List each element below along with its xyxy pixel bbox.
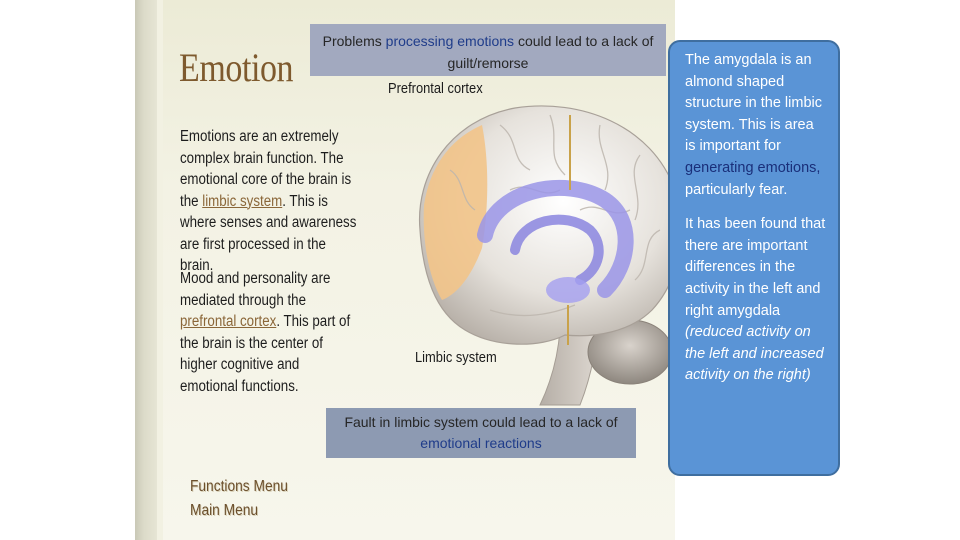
- amygdala-highlight: generating emotions,: [685, 159, 821, 176]
- fault-box-highlight: emotional reactions: [420, 435, 542, 451]
- limbic-arc-outer: [477, 179, 634, 298]
- guilt-box-text-2: could lead to a lack of guilt/remorse: [447, 33, 654, 71]
- prefrontal-cortex-link[interactable]: prefrontal cortex: [180, 313, 277, 330]
- limbic-system-label: Limbic system: [415, 349, 497, 366]
- prefrontal-region: [423, 125, 488, 300]
- limbic-paragraph-text-1: Emotions are an extremely complex brain …: [180, 128, 352, 210]
- slide-title: Emotion: [179, 45, 294, 90]
- prefrontal-paragraph-text-1: Mood and personality are mediated throug…: [180, 270, 331, 309]
- guilt-box-highlight: processing emotions: [385, 33, 515, 49]
- limbic-arc-inner: [510, 214, 604, 285]
- prefrontal-paragraph-text-2: . This part of the brain is the center o…: [180, 313, 351, 395]
- amygdala-callout: The amygdala is an almond shaped structu…: [668, 40, 840, 476]
- limbic-fault-box: Fault in limbic system could lead to a l…: [326, 408, 636, 458]
- functions-menu-link[interactable]: Functions Menu: [190, 478, 288, 495]
- differences-italic: (reduced activity on the left and increa…: [685, 324, 824, 384]
- differences-text: It has been found that there are importa…: [685, 216, 826, 319]
- amygdala: [546, 277, 590, 303]
- prefrontal-paragraph: Mood and personality are mediated throug…: [180, 268, 361, 397]
- guilt-remorse-box: Problems processing emotions could lead …: [310, 24, 666, 76]
- slide-edge-stripe: [135, 0, 157, 540]
- slide-edge-highlight: [157, 0, 163, 540]
- brain-illustration: [418, 105, 675, 406]
- limbic-paragraph: Emotions are an extremely complex brain …: [180, 126, 361, 277]
- callout-spacer: [685, 201, 828, 214]
- amygdala-text-2: particularly fear.: [685, 181, 788, 198]
- limbic-system-link[interactable]: limbic system: [202, 192, 283, 210]
- amygdala-text-1: The amygdala is an almond shaped structu…: [685, 52, 822, 155]
- guilt-box-text-1: Problems: [322, 33, 386, 49]
- amygdala-paragraph: The amygdala is an almond shaped structu…: [685, 50, 828, 201]
- slide-panel: Emotion Emotions are an extremely comple…: [135, 0, 675, 540]
- amygdala-differences-paragraph: It has been found that there are importa…: [685, 214, 828, 387]
- prefrontal-cortex-label: Prefrontal cortex: [388, 80, 483, 97]
- fault-box-text-1: Fault in limbic system could lead to a l…: [344, 414, 618, 430]
- main-menu-link[interactable]: Main Menu: [190, 502, 259, 519]
- limbic-paragraph-text-2: . This is where senses and awareness are…: [180, 192, 357, 275]
